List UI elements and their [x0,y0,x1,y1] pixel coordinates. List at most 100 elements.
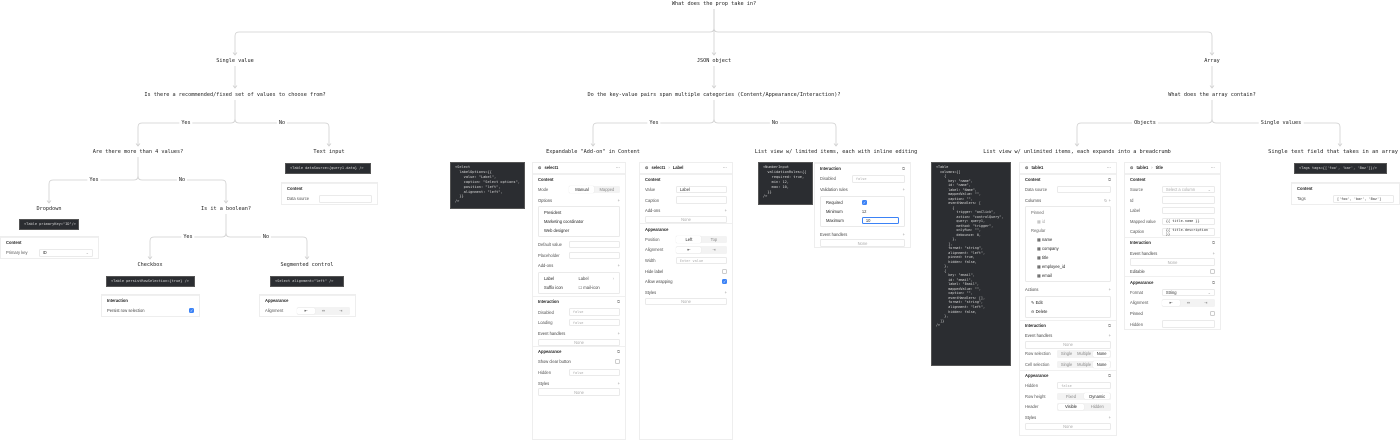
checkbox[interactable] [1210,311,1215,317]
edit-icon[interactable]: ⧉ [902,166,905,172]
field-input[interactable]: String⌄ [1161,288,1215,297]
value[interactable]: ☐ mail-icon [578,285,600,291]
more-options-icon[interactable]: ··· [1106,165,1111,171]
component-name[interactable]: select1 [544,165,559,171]
segment-option[interactable]: ⇤ [1162,299,1180,307]
edit-icon[interactable]: ⧉ [1108,323,1111,329]
checkbox[interactable]: ✓ [189,308,194,314]
segment-option[interactable]: None [1092,361,1111,368]
field-input[interactable] [568,251,620,260]
list-item[interactable]: ▦ name [1037,237,1053,243]
field-input[interactable] [1161,196,1215,204]
section-interaction: Interaction⧉ [533,296,625,307]
segment-option[interactable]: ⇤ [676,246,702,254]
list-item[interactable]: ✎ Edit [1031,299,1043,305]
add-icon[interactable]: + [1108,287,1111,293]
field-input[interactable]: Label [675,185,727,194]
list-item[interactable]: ▦ employee_id [1037,264,1066,270]
code-tags: <Tags tags={['foo', 'bar', 'Baz']}/> [1294,163,1387,174]
edit-icon[interactable]: ⧉ [1108,176,1111,182]
field-input[interactable]: Select a column⌄ [1161,185,1215,194]
field-input[interactable]: false [568,368,620,377]
add-icon[interactable]: + [724,208,727,214]
add-icon[interactable]: + [1108,333,1111,339]
more-options-icon[interactable]: ··· [722,165,727,171]
add-icon[interactable]: + [617,197,620,203]
edit-icon[interactable]: ⧉ [1212,279,1215,285]
list-item[interactable]: ▦ id [1037,219,1046,225]
segment-option[interactable]: ⇹ [321,308,326,314]
field-input[interactable] [318,195,372,203]
add-icon[interactable]: + [1212,250,1215,256]
segment-option[interactable]: Single [1060,362,1073,368]
field-input[interactable]: Enter value [675,256,727,265]
value[interactable]: Label [578,276,589,282]
field-input[interactable] [1057,185,1111,194]
add-icon[interactable]: + [902,186,905,192]
value[interactable]: 12 [861,208,867,214]
add-icon[interactable]: ↻ + [1104,197,1111,203]
list-item[interactable]: President [544,210,562,216]
add-icon[interactable]: + [724,289,727,295]
edit-icon[interactable]: ⧉ [617,299,620,305]
edit-icon[interactable]: ⧉ [1212,240,1215,246]
segment-option[interactable]: ⇥ [1204,300,1208,306]
checkbox[interactable] [722,268,727,274]
list-item[interactable]: Web designer [544,228,570,234]
checkbox[interactable]: ✓ [861,199,867,205]
segment-option[interactable]: Left [676,236,702,243]
checkbox[interactable] [1210,268,1215,274]
list-item[interactable]: Pinned [1031,210,1044,216]
add-icon[interactable]: + [1108,415,1111,421]
add-icon[interactable]: + [902,231,905,237]
add-icon[interactable]: + [617,380,620,386]
field-input[interactable]: false [851,175,905,183]
field-input[interactable]: {{ title.name }} [1161,217,1215,226]
segment-option[interactable]: Hidden [1090,404,1104,410]
segment-option[interactable]: Mapped [599,186,615,192]
add-icon[interactable]: + [617,330,620,336]
segment-option[interactable]: Single [1060,351,1073,357]
component-name[interactable]: select1 [651,165,666,171]
list-item[interactable]: Marketing coordinator [544,219,584,225]
more-options-icon[interactable]: ··· [1210,165,1215,171]
segment-option[interactable]: ⇥ [339,308,343,314]
list-item[interactable]: ⊖ Delete [1031,308,1048,314]
field-input[interactable] [568,240,620,249]
field-input[interactable]: false [568,308,620,316]
list-item[interactable]: Regular [1031,228,1046,234]
segment-option[interactable]: Manual [569,186,595,193]
checkbox[interactable]: ✓ [722,279,727,285]
field-input[interactable] [675,196,727,204]
field-input[interactable] [1161,320,1215,328]
field-input[interactable]: ['foo', 'bar', 'Baz'] [1332,195,1394,203]
edit-icon[interactable]: ⧉ [617,349,620,355]
field-input[interactable]: ID⌄ [38,249,93,257]
segment-option[interactable]: ⇹ [1186,300,1191,306]
segment-option[interactable]: Multiple [1077,351,1092,357]
segment-option[interactable]: Visible [1057,403,1085,411]
segment-option[interactable]: Fixed [1065,393,1076,399]
more-options-icon[interactable]: ··· [615,165,620,171]
segment-option[interactable]: ⇤ [297,307,315,315]
node-segmented-control: Segmented control [279,262,335,269]
component-name[interactable]: table1 [1136,165,1149,171]
segment-option[interactable]: ⇥ [712,247,716,253]
list-item[interactable]: ▦ email [1037,273,1052,279]
value[interactable]: 10 [861,216,899,225]
list-item[interactable]: ▦ company [1037,246,1059,252]
list-item[interactable]: ▦ title [1037,255,1049,261]
checkbox[interactable] [615,359,620,365]
field-input[interactable]: false [568,318,620,327]
field-input[interactable]: {{ title.description }} [1161,228,1215,236]
field-input[interactable] [1161,206,1215,215]
segment-option[interactable]: Multiple [1077,362,1092,368]
add-icon[interactable]: + [617,263,620,269]
segment-option[interactable]: None [1092,350,1111,358]
segment-option[interactable]: Dynamic [1084,393,1111,400]
component-name[interactable]: table1 [1031,165,1044,171]
field-input[interactable]: false [1057,381,1111,390]
edit-icon[interactable]: ⧉ [1108,373,1111,379]
segment-option[interactable]: Top [710,236,718,242]
